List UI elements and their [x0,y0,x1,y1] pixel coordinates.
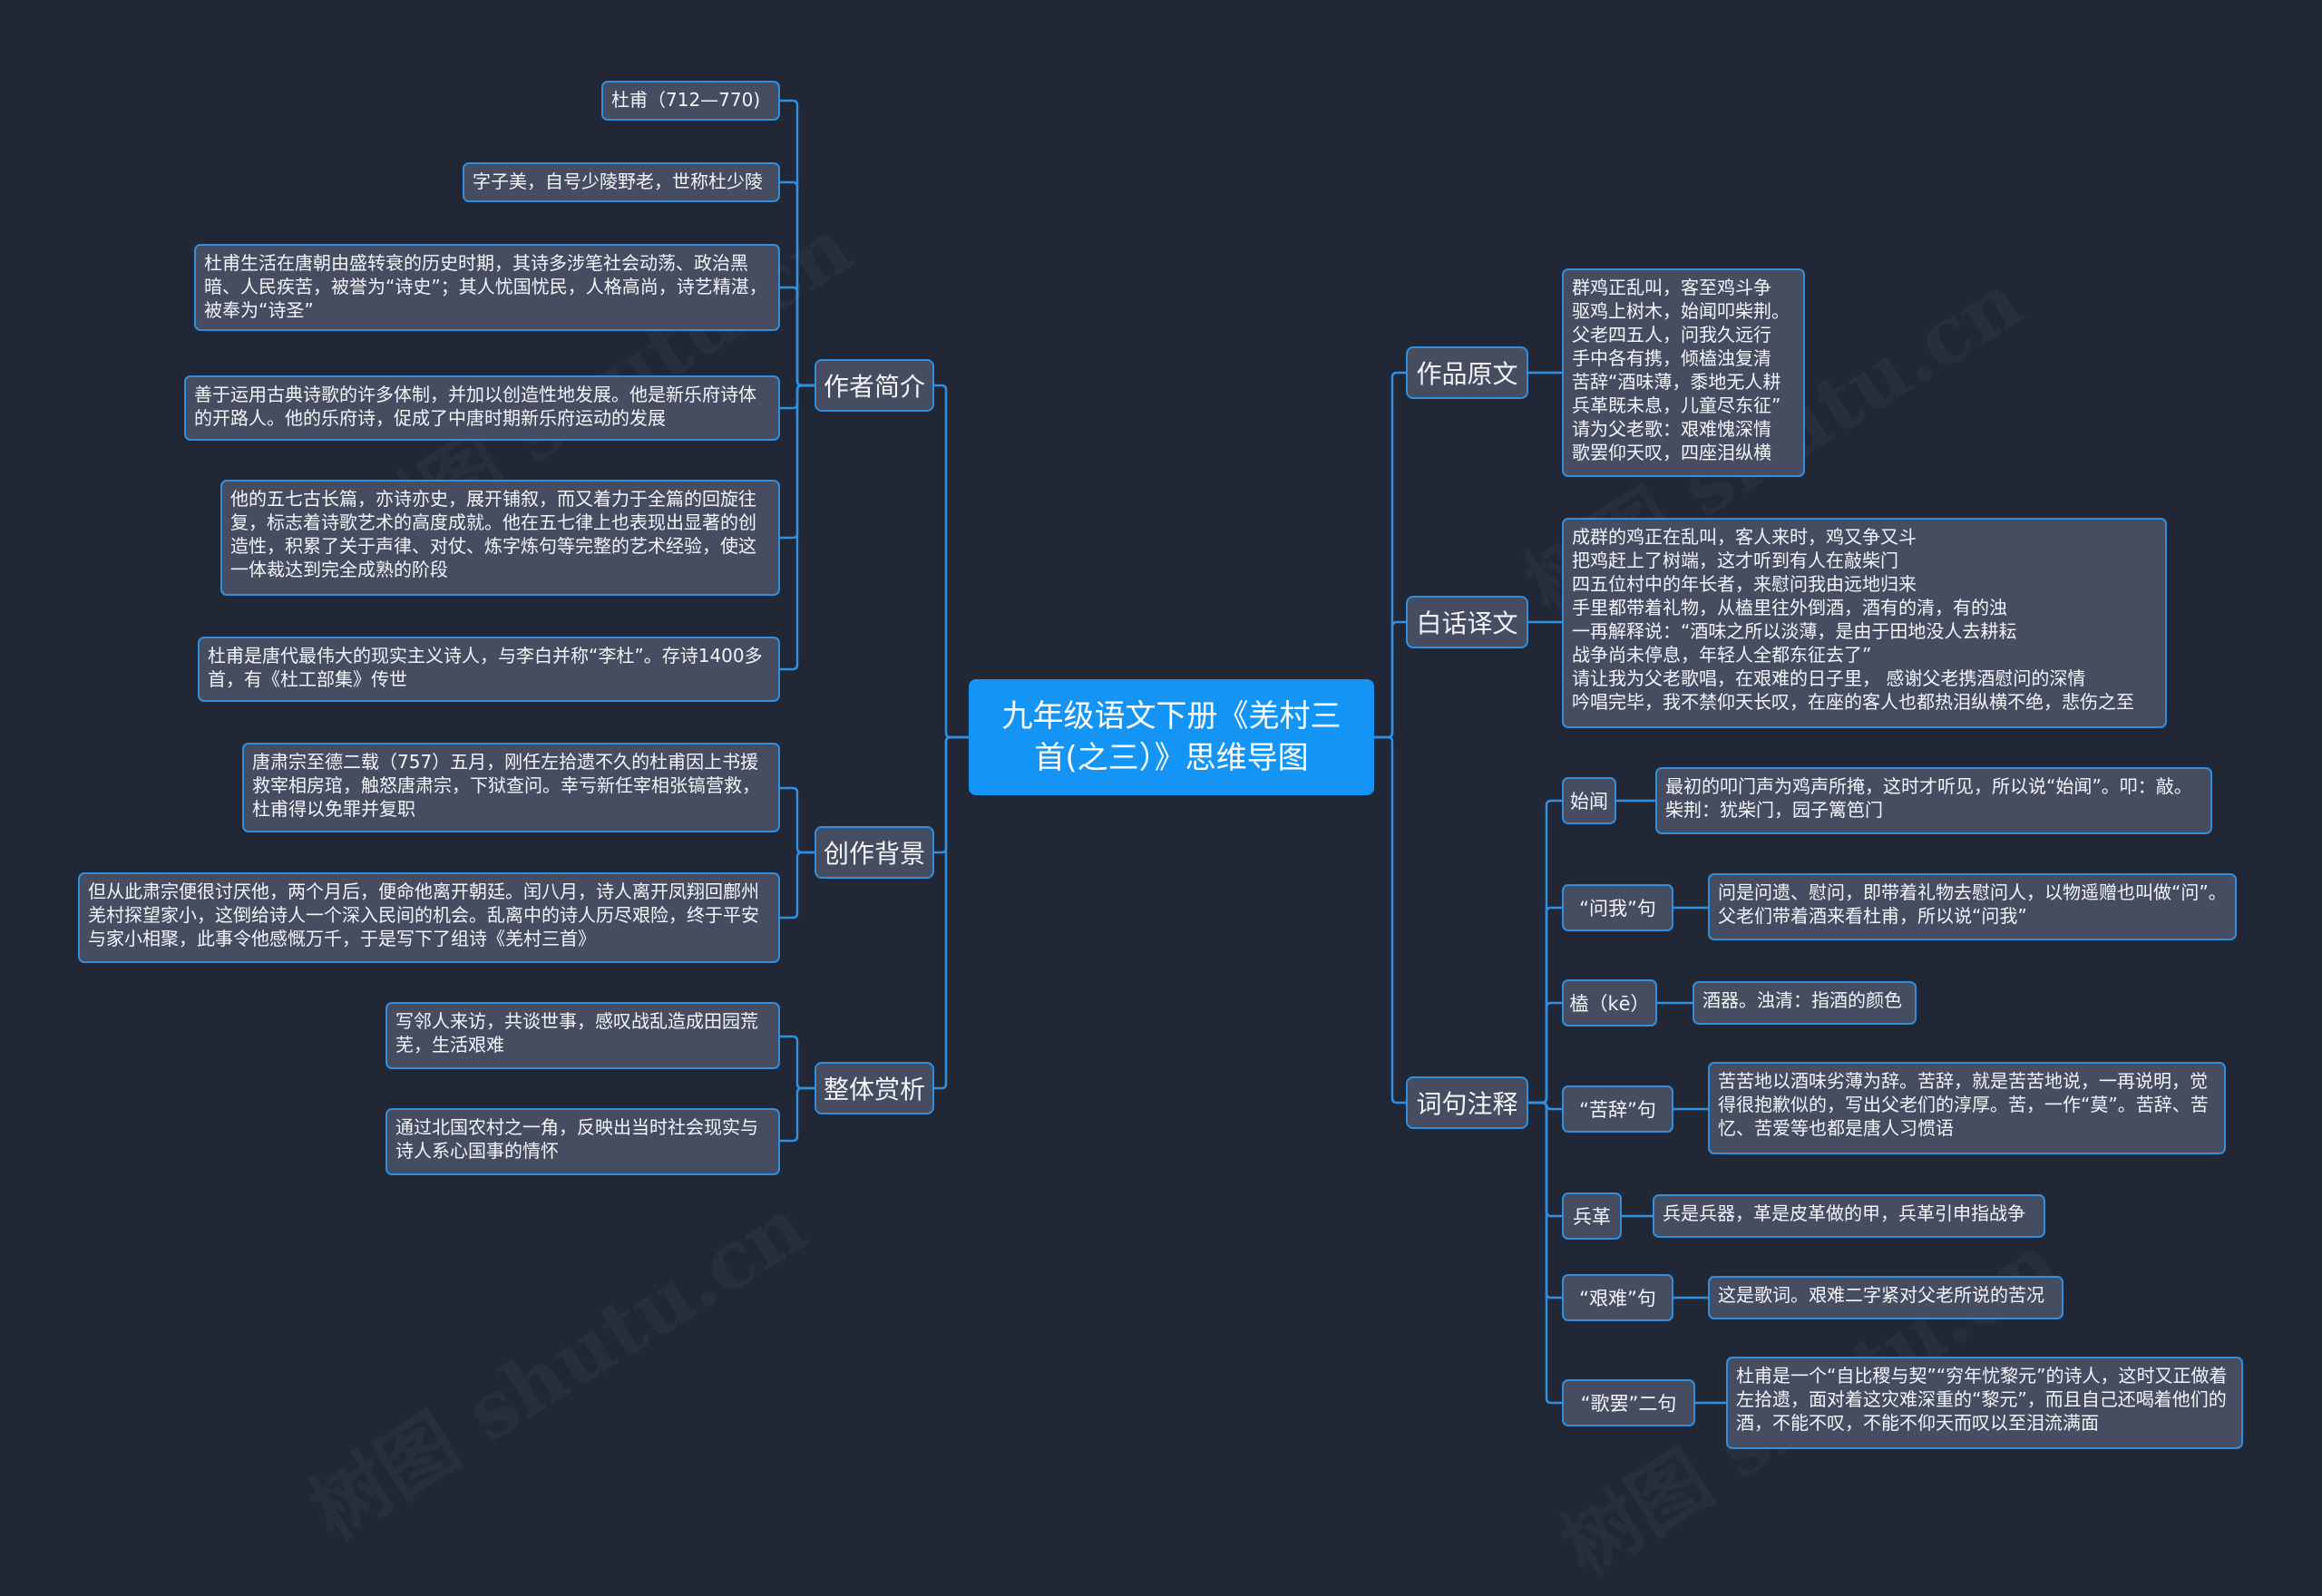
branch-background[interactable]: 创作背景 [815,826,934,879]
branch-original-label: 作品原文 [1416,359,1518,389]
note-explanation[interactable]: 酒器。浊清：指酒的颜色 [1693,981,1917,1025]
branch-original[interactable]: 作品原文 [1406,346,1528,399]
root-title: 九年级语文下册《羌村三首(之三）》思维导图 [1001,698,1341,776]
note-term[interactable]: “歌罢”二句 [1562,1379,1695,1426]
author-item[interactable]: 杜甫是唐代最伟大的现实主义诗人，与李白并称“李杜”。存诗1400多首，有《杜工部… [198,637,780,702]
note-term[interactable]: “问我”句 [1562,884,1673,931]
link-appreciation-2 [778,1086,816,1143]
translation-text[interactable]: 成群的鸡正在乱叫，客人来时，鸡又争又斗 把鸡赶上了树端，这才听到有人在敲柴门 四… [1562,518,2167,728]
link-root-appreciation [932,735,971,1090]
link-author-6 [778,384,816,671]
note-explanation[interactable]: 苦苦地以酒味劣薄为辞。苦辞，就是苦苦地说，一再说明，觉得很抱歉似的，写出父老们的… [1708,1062,2226,1154]
link-notes-2 [1527,906,1564,1105]
original-poem-text[interactable]: 群鸡正乱叫，客至鸡斗争 驱鸡上树木，始闻叩柴荆。 父老四五人，问我久远行 手中各… [1562,268,1805,477]
note-explanation[interactable]: 兵是兵器，革是皮革做的甲，兵革引申指战争 [1653,1194,2045,1238]
note-explanation[interactable]: 杜甫是一个“自比稷与契”“穷年忧黎元”的诗人，这时又正做着左拾遗，面对着这灾难深… [1726,1357,2243,1449]
note-term[interactable]: 榼（kē） [1562,979,1657,1027]
branch-translation[interactable]: 白话译文 [1406,596,1528,648]
author-item[interactable]: 杜甫生活在唐朝由盛转衰的历史时期，其诗多涉笔社会动荡、政治黑暗、人民疾苦，被誉为… [194,244,780,331]
branch-appreciation[interactable]: 整体赏析 [815,1062,934,1114]
note-term[interactable]: 兵革 [1562,1192,1622,1240]
mind-map-canvas: 树图 shutu.cn 树图 shutu.cn 树图 shutu.cn 树图 s… [78,81,2243,1449]
link-notes-7 [1527,1101,1564,1405]
note-explanation[interactable]: 最初的叩门声为鸡声所掩，这时才听见，所以说“始闻”。叩：敲。柴荆：犹柴门，园子篱… [1655,767,2212,834]
background-item[interactable]: 唐肃宗至德二载（757）五月，刚任左拾遗不久的杜甫因上书援救宰相房琯，触怒唐肃宗… [242,743,780,832]
branch-author-label: 作者简介 [823,372,925,402]
root-topic[interactable]: 九年级语文下册《羌村三首(之三）》思维导图 [969,679,1374,795]
note-term[interactable]: “艰难”句 [1562,1274,1673,1321]
author-item[interactable]: 他的五七古长篇，亦诗亦史，展开铺叙，而又着力于全篇的回旋往复，标志着诗歌艺术的高… [220,480,780,596]
note-explanation[interactable]: 这是歌词。艰难二字紧对父老所说的苦况 [1708,1276,2063,1319]
appreciation-item[interactable]: 通过北国农村之一角，反映出当时社会现实与诗人系心国事的情怀 [385,1108,780,1175]
link-notes-3 [1527,1001,1564,1105]
connector-lines [778,99,1728,1405]
link-root-original [1372,371,1408,739]
link-author-3 [778,286,816,387]
branch-background-label: 创作背景 [823,839,925,869]
author-item[interactable]: 杜甫（712—770) [601,81,780,121]
background-item[interactable]: 但从此肃宗便很讨厌他，两个月后，便命他离开朝廷。闰八月，诗人离开凤翔回鄜州羌村探… [78,872,780,963]
appreciation-item[interactable]: 写邻人来访，共谈世事，感叹战乱造成田园荒芜，生活艰难 [385,1002,780,1069]
note-explanation[interactable]: 问是问遗、慰问，即带着礼物去慰问人，以物遥赠也叫做“问”。父老们带着酒来看杜甫，… [1708,873,2237,940]
branch-appreciation-label: 整体赏析 [823,1075,925,1105]
branch-notes[interactable]: 词句注释 [1406,1076,1528,1129]
link-background-1 [778,786,816,854]
link-root-background [932,735,971,854]
author-item[interactable]: 字子美，自号少陵野老，世称杜少陵 [463,162,780,202]
note-term[interactable]: 始闻 [1562,777,1616,824]
branch-notes-label: 词句注释 [1416,1089,1518,1119]
link-appreciation-1 [778,1035,816,1090]
author-item[interactable]: 善于运用古典诗歌的许多体制，并加以创造性地发展。他是新乐府诗体的开路人。他的乐府… [184,375,780,441]
link-notes-1 [1527,799,1564,1105]
note-term[interactable]: “苦辞”句 [1562,1085,1673,1133]
link-background-2 [778,851,816,920]
link-notes-5 [1527,1101,1564,1218]
link-root-author [932,384,971,739]
link-root-notes [1372,735,1408,1105]
link-notes-6 [1527,1101,1564,1299]
link-root-translation [1372,620,1408,739]
branch-author[interactable]: 作者简介 [815,359,934,412]
branch-translation-label: 白话译文 [1416,608,1518,638]
